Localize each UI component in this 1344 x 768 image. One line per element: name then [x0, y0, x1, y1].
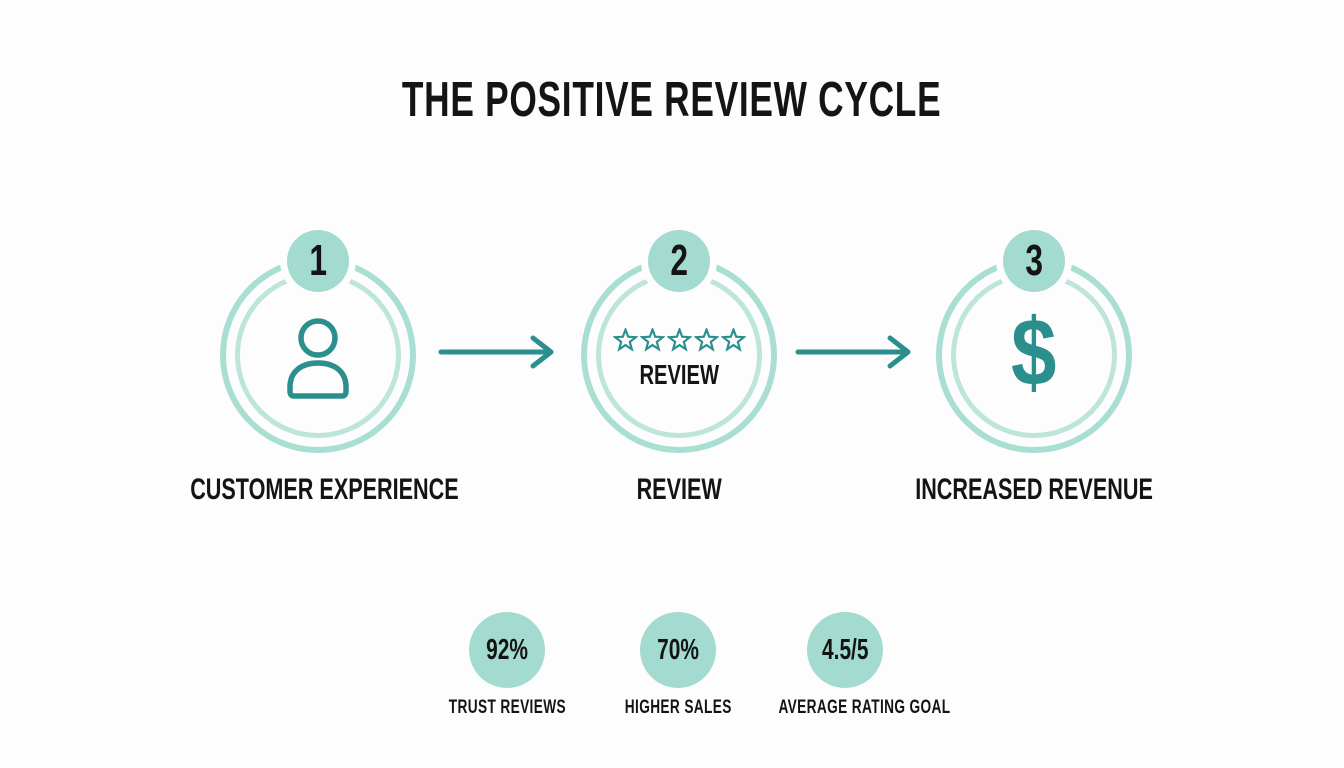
step3-number: 3: [1025, 236, 1043, 285]
step-customer-experience: 1 CUSTOMER EXPERIENCE: [190, 225, 459, 515]
stat2-label: HIGHER SALES: [624, 697, 732, 718]
step2-label: REVIEW: [636, 473, 722, 506]
person-icon: [287, 318, 349, 399]
step-increased-revenue: 3 $ INCREASED REVENUE: [914, 225, 1154, 515]
step2-inner-label: REVIEW: [639, 359, 719, 390]
stat2-value: 70%: [657, 633, 699, 666]
stat1-value: 92%: [486, 633, 528, 666]
stat-higher-sales: 70% HIGHER SALES: [578, 612, 778, 719]
stat-average-rating-goal: 4.5/5 AVERAGE RATING GOAL: [745, 612, 951, 719]
stat3-label: AVERAGE RATING GOAL: [778, 697, 951, 718]
stat3-value-badge: 4.5/5: [807, 612, 883, 688]
step1-number-badge: 1: [287, 230, 349, 292]
stat-trust-reviews: 92% TRUST REVIEWS: [407, 612, 607, 719]
step3-label: INCREASED REVENUE: [915, 473, 1153, 506]
step2-number: 2: [670, 236, 688, 285]
step1-number: 1: [309, 236, 327, 285]
stat1-value-badge: 92%: [469, 612, 545, 688]
stat2-value-badge: 70%: [640, 612, 716, 688]
step3-number-badge: 3: [1003, 230, 1065, 292]
arrow-right-icon: [795, 335, 911, 369]
step1-label: CUSTOMER EXPERIENCE: [190, 473, 459, 506]
arrow-right-icon: [438, 335, 554, 369]
step2-inner-ring: [596, 272, 762, 438]
dollar-icon: $: [1011, 299, 1057, 406]
step2-number-badge: 2: [648, 230, 710, 292]
step-review: 2 REVIEW REVIEW: [559, 225, 799, 515]
stat1-label: TRUST REVIEWS: [448, 697, 566, 718]
page-title-text: THE POSITIVE REVIEW CYCLE: [402, 73, 942, 127]
stat3-value: 4.5/5: [821, 633, 869, 666]
five-star-rating-icon: [559, 326, 799, 353]
page-title: THE POSITIVE REVIEW CYCLE: [0, 72, 1344, 128]
